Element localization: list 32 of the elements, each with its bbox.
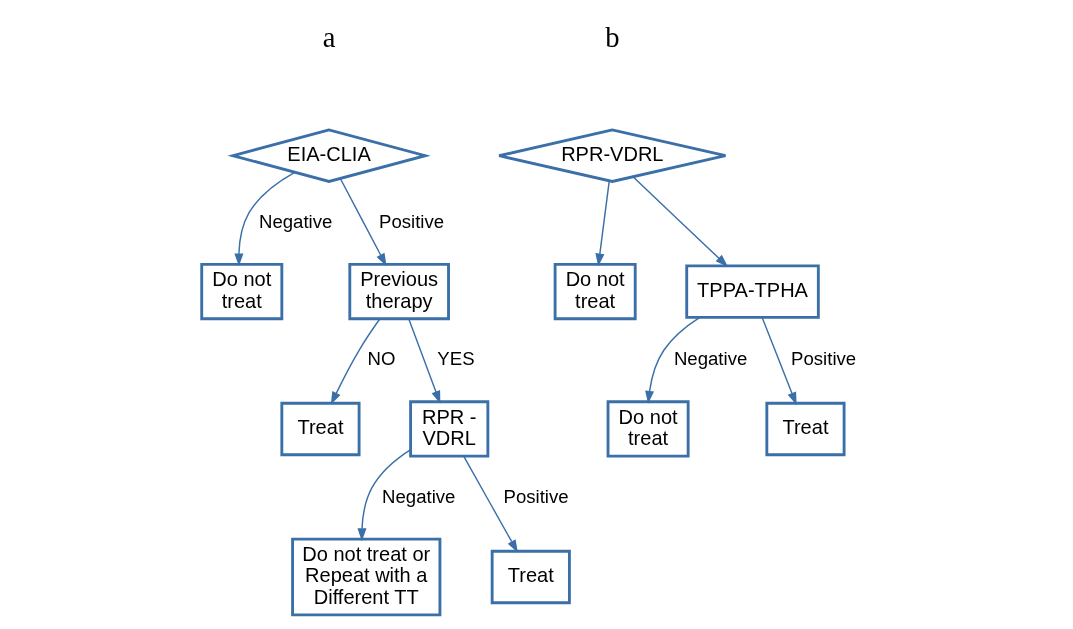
- arrow: [357, 449, 411, 542]
- node-box: Do not treat: [606, 400, 690, 458]
- edge-label: NO: [367, 348, 396, 370]
- node-diamond: EIA-CLIA: [227, 128, 431, 183]
- arrow: [339, 177, 387, 267]
- arrow: [645, 316, 701, 404]
- label: a: [322, 21, 336, 53]
- node-box: Previous therapy: [348, 263, 450, 321]
- edge-label: YES: [437, 348, 475, 370]
- node-box: Do not treat: [200, 263, 284, 321]
- arrow: [632, 176, 729, 267]
- arrow: [408, 318, 441, 404]
- edge-label: Positive: [791, 348, 857, 370]
- arrow: [761, 317, 797, 406]
- arrow: [463, 455, 518, 553]
- edge-label: Positive: [379, 210, 445, 232]
- edge-label: Negative: [259, 210, 333, 232]
- edge-label: Positive: [503, 485, 569, 507]
- label: b: [605, 21, 620, 53]
- arrow: [595, 180, 610, 267]
- arrow: [330, 318, 381, 405]
- node-box: TPPA-TPHA: [685, 264, 820, 319]
- node-box: RPR - VDRL: [409, 400, 490, 458]
- node-box: Treat: [765, 401, 846, 457]
- node-box: Treat: [280, 401, 361, 457]
- node-box: Treat: [490, 549, 571, 605]
- node-diamond: RPR-VDRL: [497, 128, 727, 183]
- edge-label: Negative: [382, 485, 456, 507]
- node-box: Do not treat: [553, 263, 637, 321]
- arrow: [234, 171, 296, 267]
- edge-label: Negative: [673, 348, 748, 370]
- node-box: Do not treat or Repeat with a Different TT: [291, 537, 442, 617]
